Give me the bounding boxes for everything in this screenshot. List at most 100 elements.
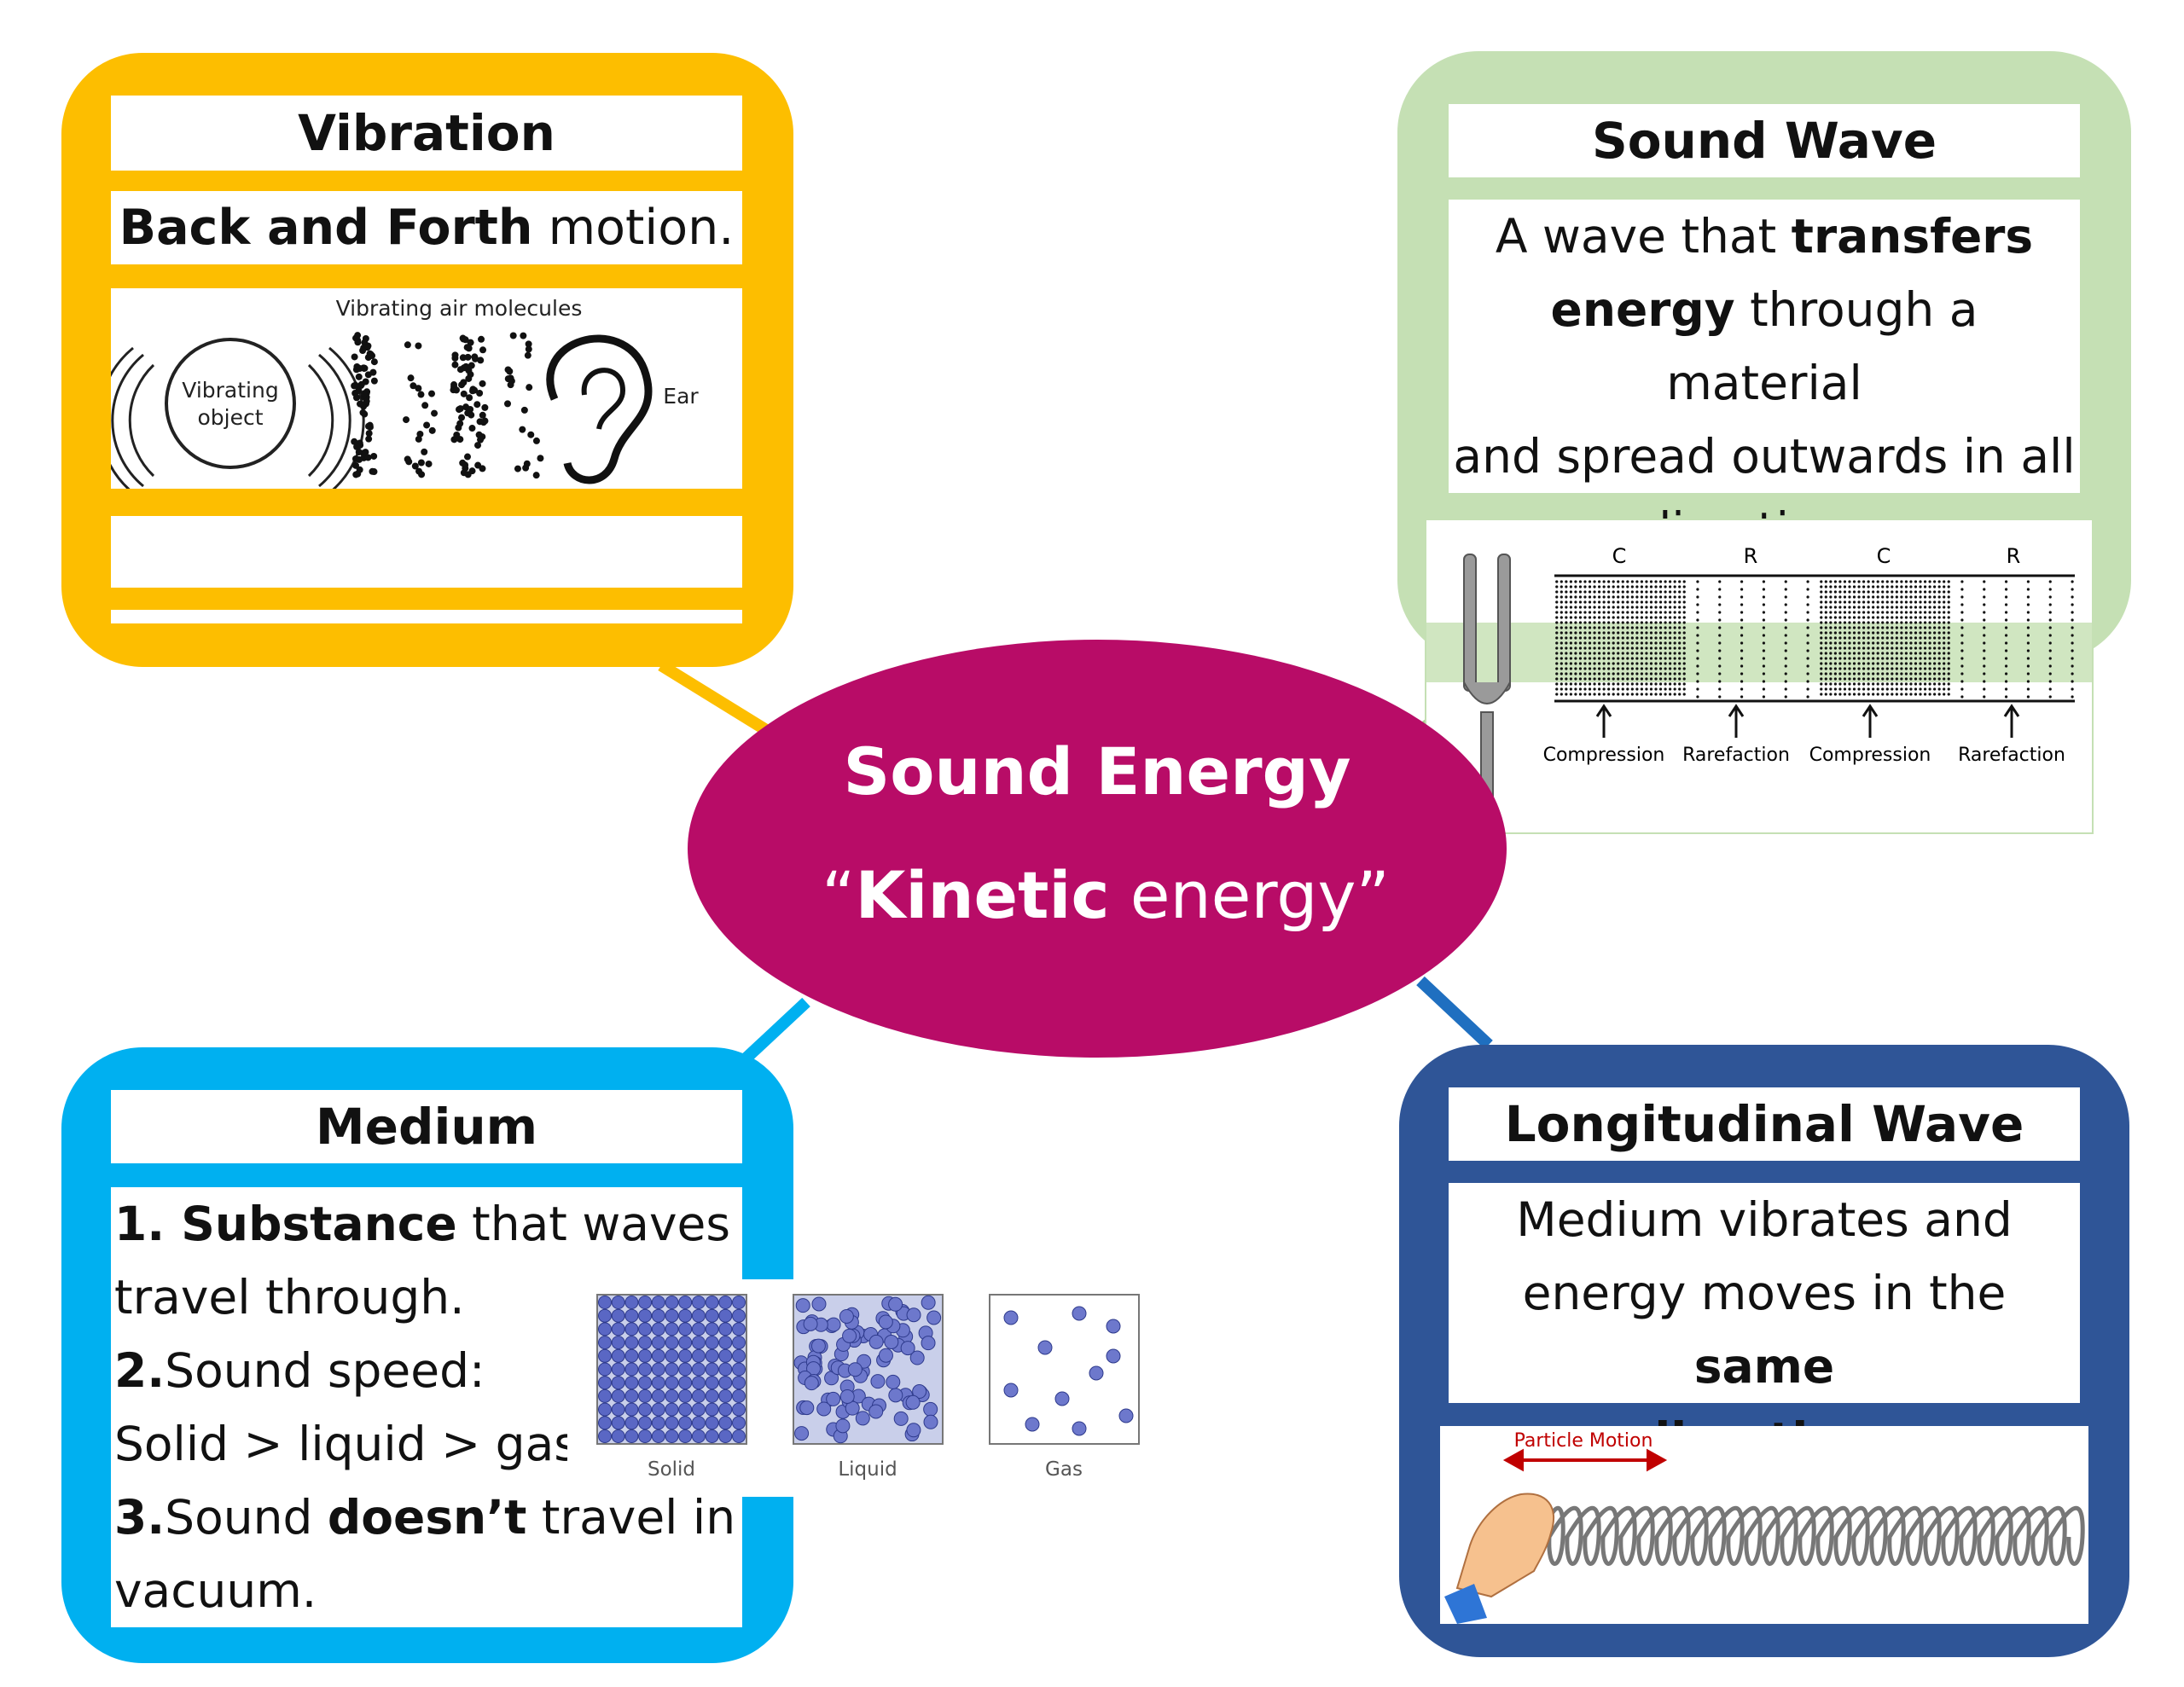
wave-particle [1857,662,1861,665]
solid-particle [665,1416,679,1430]
wave-particle [1574,626,1577,629]
wave-particle [1862,641,1866,645]
air-molecule [468,362,475,369]
wave-particle [1833,652,1837,655]
wave-particle [1649,631,1653,635]
wave-particle [1578,611,1583,614]
wave-particle [1678,580,1682,583]
solid-particle [624,1388,639,1403]
wave-particle [1876,611,1879,614]
wave-particle [1640,606,1644,609]
wave-particle [1904,682,1908,686]
wave-particle [1583,667,1587,670]
wave-particle [1937,631,1941,635]
wave-particle [1626,616,1629,619]
wave-particle [2048,657,2052,660]
wave-particle [1640,580,1644,583]
wave-particle [1578,631,1583,635]
wave-particle [1909,667,1913,670]
wave-particle [1891,641,1894,645]
wave-particle [1664,646,1667,650]
wave-particle [1838,595,1842,599]
wave-particle [1645,687,1648,691]
wave-particle [1933,621,1937,624]
wave-particle [2004,595,2008,599]
wave-particle [1857,652,1861,655]
wave-particle [1696,672,1699,675]
wave-particle [2026,634,2030,637]
wave-particle [1947,652,1950,655]
states-of-matter-image: Solid Liquid Gas [567,1279,1152,1497]
wave-particle [1806,664,1809,668]
wave-particle [1904,580,1908,583]
wave-particle [1762,657,1766,660]
wave-particle [1848,672,1851,675]
vibration-text: Back and Forth motion. [119,200,735,256]
wave-particle [1923,687,1927,691]
wave-particle [1852,621,1856,624]
wave-particle [1983,680,1986,683]
wave-particle [1569,641,1572,645]
wave-particle [1937,662,1941,665]
air-molecule [404,341,411,349]
wave-particle [1588,682,1592,686]
green-band [1426,623,2092,682]
wave-particle [1933,606,1937,609]
solid-particle [611,1388,625,1403]
wave-particle [1569,646,1572,650]
wave-particle [1626,590,1629,594]
wave-particle [1947,646,1950,650]
liquid-particle [816,1401,832,1417]
wave-particle [1838,626,1842,629]
wave-particle [1654,662,1658,665]
wave-particle [1833,621,1837,624]
solid-particle [651,1296,665,1309]
wave-particle [1848,580,1851,583]
solid-particle [732,1362,746,1377]
solid-particle [705,1402,719,1417]
air-molecule [479,411,486,419]
air-molecule [428,426,436,434]
wave-particle [1943,616,1946,619]
wave-particle [1560,677,1563,681]
wave-particle [1909,682,1913,686]
wave-particle [1820,626,1823,629]
wave-particle [1602,693,1606,696]
wave-particle [1829,682,1833,686]
liquid-particle [888,1388,903,1403]
wave-particle [1578,585,1583,588]
wave-particle [1829,662,1833,665]
wave-particle [1718,626,1722,629]
wave-particle [1588,646,1592,650]
wave-particle [1597,611,1601,614]
wave-particle [1919,641,1922,645]
wave-particle [1867,657,1870,660]
wave-particle [1602,652,1606,655]
wave-particle [1806,634,1809,637]
wave-particle [1593,631,1596,635]
wave-particle [1872,595,1875,599]
wave-particle [1664,631,1667,635]
wave-particle [1678,606,1682,609]
wave-particle [1833,611,1837,614]
wave-particle [1565,636,1568,640]
wave-particle [2004,580,2008,583]
wave-bottom-label-3: Compression [1809,745,1931,766]
sound-arc-left-2 [111,353,144,488]
wave-particle [1617,600,1620,604]
wave-particle [1635,672,1639,675]
wave-particle [1565,600,1568,604]
air-molecule [431,409,439,417]
wave-particle [1909,611,1913,614]
wave-particle [1607,652,1611,655]
longitudinal-line-2: energy moves in the same [1522,1266,2007,1394]
center-subtitle: “Kinetic energy” [688,857,1524,933]
wave-particle [1852,595,1856,599]
wave-particle [1621,631,1624,635]
solid-particle [651,1308,665,1323]
air-molecule [481,403,489,411]
wave-particle [1630,667,1634,670]
air-molecule [355,373,363,380]
wave-particle [1806,603,1809,606]
wave-particle [1664,606,1667,609]
